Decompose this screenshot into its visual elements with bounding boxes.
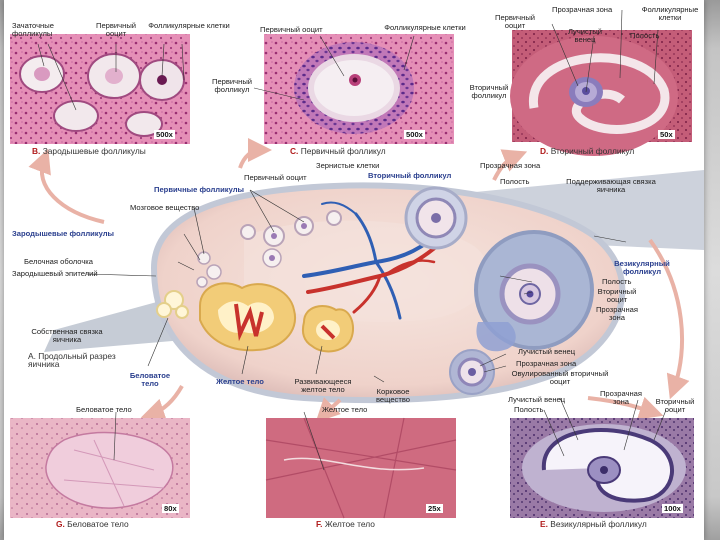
label-secondary-follicle-main: Вторичный фолликул [368, 172, 451, 180]
label-own-ligament: Собственная связка яичника [24, 328, 110, 344]
caption-d: D. Вторичный фолликул [540, 147, 634, 155]
ovary-figure: Зачаточные фолликулы Первичный ооцит Фол… [4, 0, 704, 540]
panel-c-primary-follicle [264, 34, 454, 144]
label-ovulated-oocyte: Овулированный вторичный ооцит [508, 370, 612, 386]
label-suspensory-ligament: Поддерживающая связка яичника [566, 178, 656, 194]
panel-e-vesicular-follicle [510, 418, 694, 518]
label-b-follicular-cells: Фолликулярные клетки [144, 22, 234, 30]
label-d-cavity: Полость [630, 32, 660, 40]
label-medulla: Мозговое вещество [130, 204, 199, 212]
label-d-follicular-cells: Фолликулярные клетки [640, 6, 700, 22]
label-c-follicular-cells: Фолликулярные клетки [380, 24, 470, 32]
label-d-secondary-follicle: Вторичный фолликул [468, 84, 510, 100]
scale-g: 80x [162, 504, 179, 513]
caption-e: E. Везикулярный фолликул [540, 520, 647, 528]
label-f-title: Желтое тело [322, 406, 367, 414]
panel-g-white-body [10, 418, 190, 518]
label-primary-follicles: Первичные фолликулы [154, 186, 244, 194]
label-white-body: Беловатое тело [124, 372, 176, 388]
label-yellow-body: Желтое тело [216, 378, 264, 386]
panel-b-nascent-follicles [10, 34, 190, 144]
label-e-cavity: Полость [514, 406, 544, 414]
label-e-radiant: Лучистый венец [508, 396, 565, 404]
label-zona-3: Прозрачная зона [516, 360, 576, 368]
label-d-primary-oocyte: Первичный ооцит [484, 14, 546, 30]
label-d-zona: Прозрачная зона [552, 6, 612, 14]
scale-d: 50x [658, 130, 675, 139]
caption-b: B. Зародышевые фолликулы [32, 147, 146, 155]
label-c-primary-oocyte: Первичный ооцит [260, 26, 323, 34]
label-tunica-albuginea: Белочная оболочка [24, 258, 93, 266]
label-granular-cells: Зернистые клетки [316, 162, 379, 170]
scale-b: 500x [154, 130, 175, 139]
caption-a: A. Продольный разрез яичника [28, 352, 138, 368]
label-b-nascent-follicles: Зачаточные фолликулы [12, 22, 82, 38]
label-d-radiant: Лучистый венец [560, 28, 610, 44]
label-germinal-epithelium: Зародышевый эпителий [12, 270, 98, 278]
scale-f: 25x [426, 504, 443, 513]
label-e-zona: Прозрачная зона [592, 390, 650, 406]
label-radiant-2: Лучистый венец [518, 348, 575, 356]
label-zona-2: Прозрачная зона [594, 306, 640, 322]
scale-c: 500x [404, 130, 425, 139]
label-cavity-2: Полость [602, 278, 632, 286]
label-primary-oocyte-main: Первичный ооцит [244, 174, 307, 182]
label-secondary-oocyte: Вторичный ооцит [594, 288, 640, 304]
caption-g: G. Беловатое тело [56, 520, 129, 528]
label-developing-yellow-body: Развивающееся желтое тело [286, 378, 360, 394]
label-c-primary-follicle: Первичный фолликул [210, 78, 254, 94]
caption-c: C. Первичный фолликул [290, 147, 386, 155]
label-b-primary-oocyte: Первичный ооцит [86, 22, 146, 38]
label-nascent-follicles-main: Зародышевые фолликулы [12, 230, 114, 238]
label-zona-main: Прозрачная зона [480, 162, 540, 170]
caption-f: F. Желтое тело [316, 520, 375, 528]
label-vesicular-follicle: Везикулярный фолликул [598, 260, 686, 276]
label-e-secondary-oocyte: Вторичный ооцит [648, 398, 702, 414]
label-cortex: Корковое вещество [366, 388, 420, 404]
scale-e: 100x [662, 504, 683, 513]
label-g-title: Беловатое тело [76, 406, 132, 414]
panel-f-yellow-body [266, 418, 456, 518]
label-cavity-main: Полость [500, 178, 530, 186]
